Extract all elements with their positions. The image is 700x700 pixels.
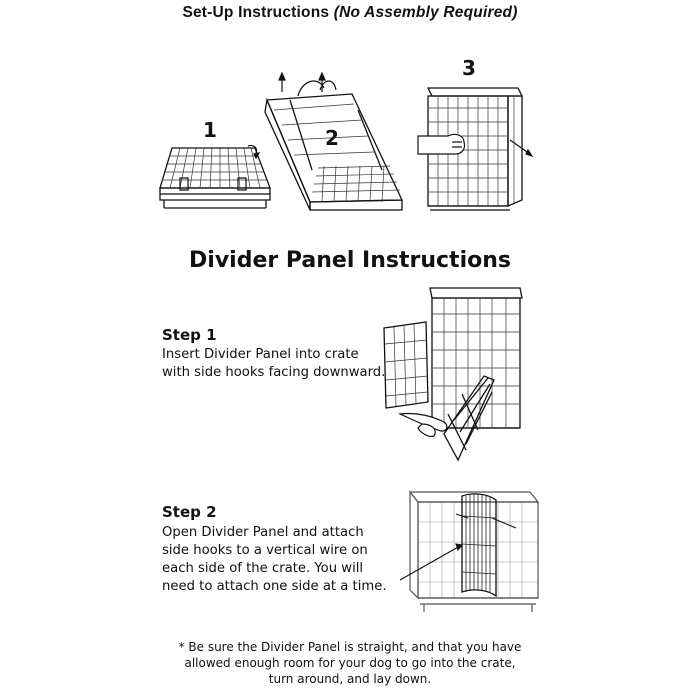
step-2-text: Open Divider Panel and attach side hooks…: [162, 525, 387, 594]
divider-heading: Divider Panel Instructions: [189, 248, 511, 273]
footnote: * Be sure the Divider Panel is straight,…: [178, 640, 522, 686]
title-text: Set-Up Instructions: [182, 4, 330, 21]
unfolding-crate-illustration: [262, 70, 407, 215]
folded-crate-illustration: [150, 140, 280, 215]
step-1-title: Step 1: [162, 326, 217, 344]
attached-divider-panel-illustration: [398, 486, 542, 614]
step-2-title: Step 2: [162, 503, 217, 521]
setup-step-3-number: 3: [462, 56, 476, 80]
title-note: (No Assembly Required): [333, 4, 518, 21]
inserting-divider-panel-illustration: [382, 284, 527, 462]
step-1-text: Insert Divider Panel into crate with sid…: [162, 347, 386, 380]
setup-step-1-number: 1: [203, 118, 217, 142]
page-title: Set-Up Instructions (No Assembly Require…: [0, 4, 700, 22]
assembled-crate-illustration: [418, 82, 538, 214]
